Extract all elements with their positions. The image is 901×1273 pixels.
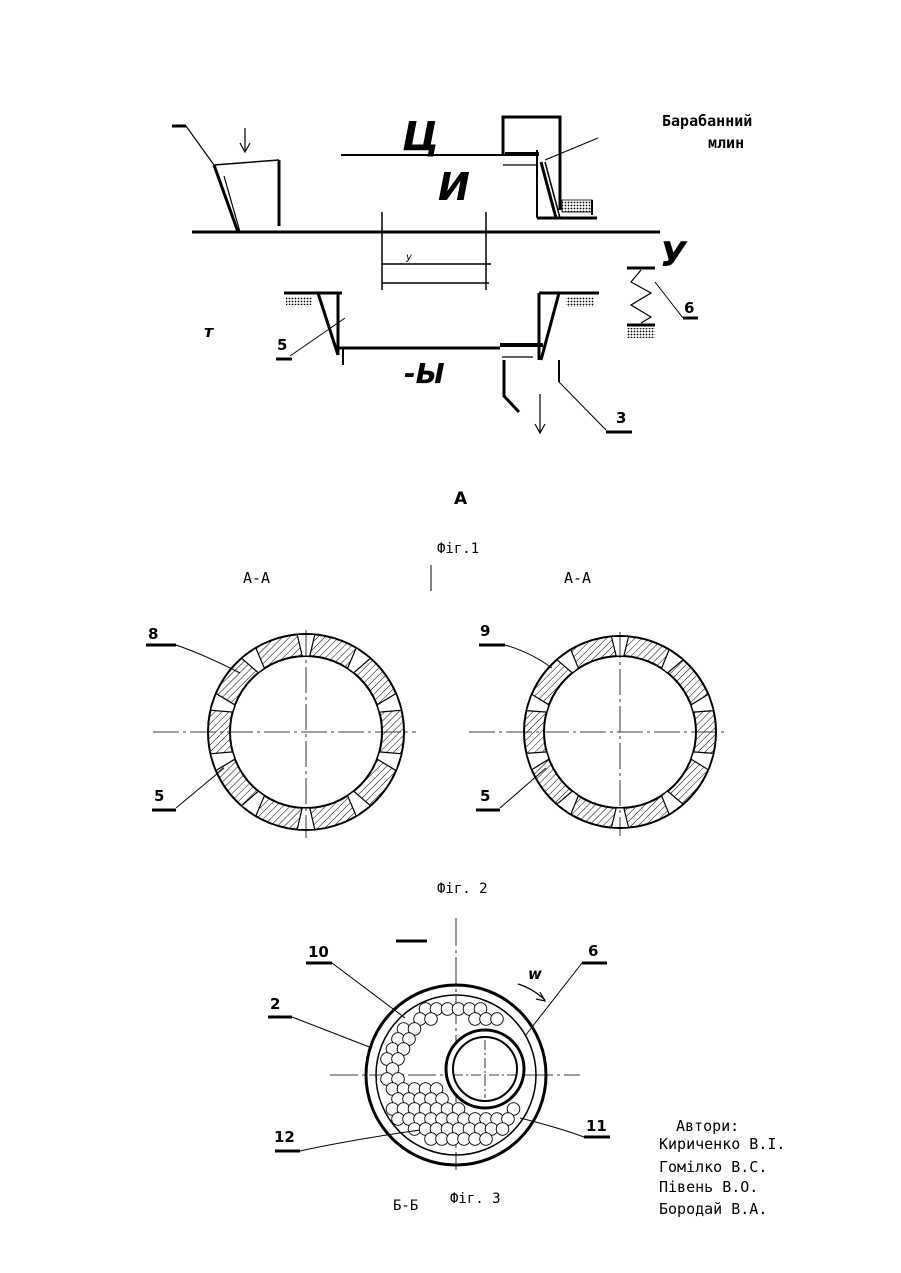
label-y: И <box>438 165 470 209</box>
feed-arrow <box>240 128 250 152</box>
author-name: Гомiлко В.С. <box>659 1158 767 1176</box>
ref-2: 2 <box>270 995 280 1013</box>
leader-9-line <box>505 645 552 668</box>
fig2-caption: Фiг. 2 <box>437 881 488 897</box>
lower-left-bearing-hatch <box>286 297 312 305</box>
leader-5-right-line <box>500 768 546 808</box>
feed-hopper <box>172 126 279 232</box>
ref-9: 9 <box>480 622 490 640</box>
fig3-cross-section: w 10 2 12 6 11 Б-Б Фiг. 3 <box>268 918 610 1214</box>
ref-10: 10 <box>308 943 329 961</box>
authors-block: Автори: Кириченко В.I. Гомiлко В.С. Пiве… <box>659 1117 785 1218</box>
label-small-t: т <box>204 322 215 341</box>
small-label-u: у <box>405 252 413 263</box>
author-name: Бородай В.А. <box>659 1200 767 1218</box>
fig2-right-ring <box>469 632 728 836</box>
fig1-title-line1: Барабанний <box>662 112 752 130</box>
central-section <box>382 212 491 290</box>
leader-10-line <box>332 963 405 1018</box>
fig1-mill-diagram: Барабанний млин у Ц И У -Ы т <box>172 112 752 557</box>
upper-bearing-base <box>562 200 592 212</box>
discharge-arrow <box>535 394 545 433</box>
ref-5-fig1: 5 <box>277 336 287 354</box>
ref-5-left: 5 <box>154 787 164 805</box>
fig3-section-label: Б-Б <box>393 1198 418 1214</box>
author-name: Кириченко В.I. <box>659 1135 785 1153</box>
leader-5-left-line <box>176 768 224 808</box>
fig2-left-ring <box>153 630 416 838</box>
rotation-label: w <box>528 965 542 983</box>
label-ts: Ц <box>402 114 439 160</box>
ref-12: 12 <box>274 1128 295 1146</box>
lower-discharge-chute <box>500 293 632 432</box>
ref-6-fig3: 6 <box>588 942 598 960</box>
author-name: Пiвень В.О. <box>659 1178 758 1196</box>
ref-6-fig1: 6 <box>684 299 694 317</box>
ref-8: 8 <box>148 625 158 643</box>
authors-heading: Автори: <box>676 1117 739 1135</box>
lower-right-bearing-hatch <box>566 297 594 307</box>
grinding-ball <box>491 1013 504 1026</box>
label-tail: -Ы <box>404 357 445 390</box>
fig2-right-section-label: А-А <box>564 569 591 587</box>
fig1-title-line2: млин <box>708 134 744 152</box>
fig1-caption: Фiг.1 <box>437 541 479 557</box>
spring-base-hatch <box>627 328 655 338</box>
grinding-ball <box>496 1123 509 1136</box>
ref-5-right: 5 <box>480 787 490 805</box>
rotation-arrow <box>518 984 545 1000</box>
grinding-ball <box>425 1013 438 1026</box>
label-u: У <box>660 235 688 275</box>
fig3-caption: Фiг. 3 <box>450 1191 501 1207</box>
fig1-section-label: А <box>454 489 468 509</box>
grinding-ball <box>480 1133 493 1146</box>
leader-2-line <box>292 1017 372 1048</box>
fig2-cross-sections: А-А А-А 8 5 9 5 Фiг. 2 <box>146 565 728 897</box>
ref-3-fig1: 3 <box>616 409 626 427</box>
fig2-left-section-label: А-А <box>243 569 270 587</box>
ref-11: 11 <box>586 1117 607 1135</box>
